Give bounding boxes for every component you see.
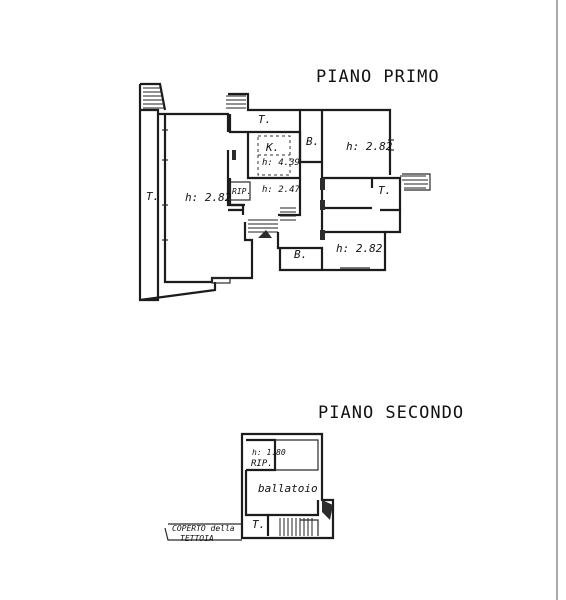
hall-height: h: 2.47 bbox=[262, 185, 301, 195]
second-floor-outer-wall bbox=[240, 432, 335, 540]
storage-height-label: h: 1.80 bbox=[252, 448, 286, 457]
right-wing-wall bbox=[300, 108, 392, 175]
second-floor-staircase bbox=[279, 518, 313, 536]
storage-label: RIP. bbox=[232, 187, 251, 196]
terrace-right-wall bbox=[372, 176, 402, 210]
terrace-left-wall bbox=[138, 84, 160, 302]
bath-top-label: B. bbox=[306, 135, 319, 148]
left-staircase bbox=[143, 87, 165, 109]
living-room-height: h: 2.82 bbox=[185, 191, 232, 204]
right-staircase bbox=[400, 175, 428, 189]
kitchen-wall bbox=[246, 132, 302, 180]
kitchen-height: h: 4.39 bbox=[262, 158, 300, 168]
second-storage-label: RIP. bbox=[251, 459, 273, 469]
top-staircase bbox=[226, 95, 246, 109]
bedroom-bottom-height: h: 2.82 bbox=[336, 242, 383, 255]
kitchen-label: K. bbox=[265, 141, 279, 154]
terrace-right-label: T. bbox=[378, 184, 391, 197]
terrace-top-label: T. bbox=[258, 113, 271, 126]
terrace-left-label: T. bbox=[146, 190, 159, 203]
roof-label-line2: TETTOIA bbox=[180, 534, 214, 543]
first-floor-plan: T. T. T. h: 2.82 K. h: 4.39 RIP. h: 2.47… bbox=[138, 82, 431, 302]
loft-label: ballatoio bbox=[258, 482, 318, 495]
bedroom-top-height: h: 2.82 bbox=[346, 140, 393, 153]
bath-bottom-label: B. bbox=[294, 248, 307, 261]
central-staircase bbox=[248, 207, 324, 270]
second-terrace-label: T. bbox=[252, 518, 265, 531]
second-floor-title: PIANO SECONDO bbox=[318, 403, 464, 423]
second-floor-plan: h: 1.80 RIP. ballatoio T. COPERTO della … bbox=[164, 432, 335, 543]
roof-label-line1: COPERTO della bbox=[172, 524, 235, 533]
storage-box bbox=[229, 181, 251, 201]
first-floor-title: PIANO PRIMO bbox=[316, 67, 440, 87]
